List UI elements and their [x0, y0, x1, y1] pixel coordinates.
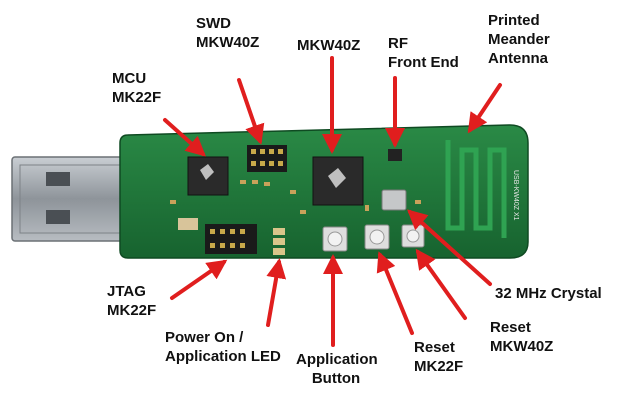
jtag-header [205, 224, 257, 254]
label-reset-mkw40z-line1: Reset [490, 319, 531, 336]
board-model-silkscreen: USB-KW40Z X1 [512, 170, 519, 221]
reset-mk22f-button [364, 224, 390, 250]
label-power-led: Power On / Application LED [165, 328, 281, 366]
label-swd-line1: SWD [196, 15, 231, 32]
arrow-mcu [163, 118, 206, 157]
label-antenna: Printed Meander Antenna [488, 11, 550, 68]
label-jtag-line2: MK22F [107, 302, 157, 319]
label-mkw40z: MKW40Z [297, 36, 360, 55]
mcu-mk22f-chip [187, 156, 229, 196]
label-app-button-line1: Application [296, 351, 378, 368]
label-swd-line2: MKW40Z [196, 34, 260, 51]
arrow-swd [237, 78, 265, 145]
label-antenna-line1: Printed [488, 12, 540, 29]
label-32mhz-crystal: 32 MHz Crystal [495, 284, 602, 303]
label-crystal-line1: 32 MHz Crystal [495, 285, 602, 302]
swd-header [247, 145, 287, 172]
label-swd-mkw40z: SWD MKW40Z [196, 14, 259, 52]
crystal-32mhz [381, 189, 407, 211]
label-app-button: Application Button [296, 350, 378, 388]
mkw40z-chip [312, 156, 364, 206]
power-application-leds [273, 228, 285, 255]
arrow-reset-mkw40z [415, 248, 467, 320]
label-power-led-line1: Power On / [165, 329, 244, 346]
label-jtag-line1: JTAG [107, 283, 146, 300]
label-antenna-line3: Antenna [488, 50, 548, 67]
arrow-jtag [170, 259, 228, 300]
callout-arrows [163, 56, 502, 347]
label-antenna-line2: Meander [488, 31, 550, 48]
arrow-crystal [407, 209, 492, 286]
label-rf-line1: RF [388, 35, 408, 52]
reset-mkw40z-button [401, 224, 425, 248]
label-reset-mk22f-line1: Reset [414, 339, 455, 356]
label-rf-line2: Front End [388, 54, 459, 71]
label-reset-mk22f: Reset MK22F [414, 338, 463, 376]
arrow-reset-mk22f [376, 251, 414, 335]
label-mcu-line1: MCU [112, 70, 147, 87]
label-mcu-mk22f: MCU MK22F [112, 69, 161, 107]
passive-components [170, 180, 421, 230]
rf-front-end [388, 149, 402, 161]
label-reset-mk22f-line2: MK22F [414, 358, 464, 375]
label-reset-mkw40z: Reset MKW40Z [490, 318, 553, 356]
label-mcu-line2: MK22F [112, 89, 162, 106]
label-rf-front-end: RF Front End [388, 34, 459, 72]
application-button [322, 226, 348, 252]
label-jtag-mk22f: JTAG MK22F [107, 282, 156, 320]
label-app-button-line2: Button [311, 370, 361, 387]
meander-antenna [445, 140, 507, 238]
label-mkw40z-line1: MKW40Z [297, 37, 361, 54]
label-power-led-line2: Application LED [165, 348, 281, 365]
label-reset-mkw40z-line2: MKW40Z [490, 338, 554, 355]
arrow-antenna [467, 83, 502, 134]
arrow-power-led [266, 258, 287, 327]
